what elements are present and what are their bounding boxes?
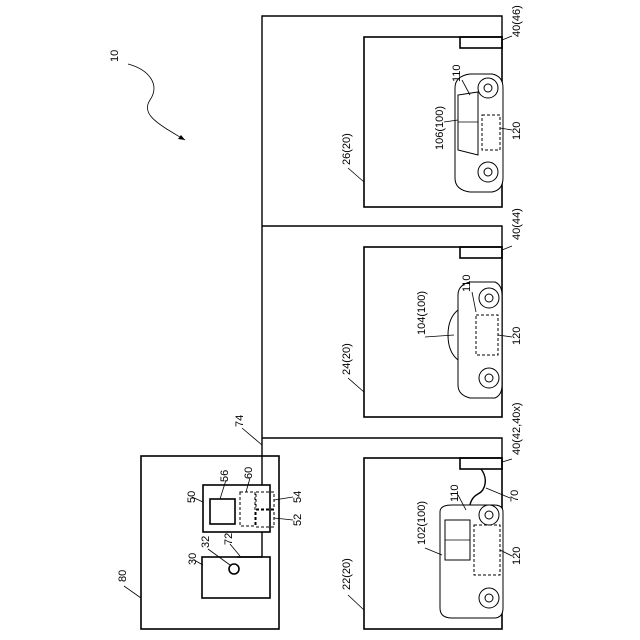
charger-2 bbox=[460, 247, 502, 258]
label-car3: 106(100) bbox=[434, 106, 446, 150]
label-car2-120: 120 bbox=[511, 327, 523, 345]
server-box bbox=[202, 557, 270, 598]
network-branch-2 bbox=[262, 226, 502, 247]
label-server: 30 bbox=[187, 553, 199, 565]
label-facility: 80 bbox=[117, 570, 129, 582]
label-car2: 104(100) bbox=[416, 291, 428, 335]
unit-block-52 bbox=[256, 510, 274, 527]
unit-block-54 bbox=[256, 492, 274, 509]
label-car3-110: 110 bbox=[451, 64, 463, 82]
leader-charger2 bbox=[502, 246, 512, 250]
label-u54: 54 bbox=[292, 491, 304, 503]
label-car1-110: 110 bbox=[449, 484, 461, 502]
charger-3 bbox=[460, 37, 502, 48]
network-branch-1 bbox=[262, 438, 502, 458]
label-u56: 56 bbox=[219, 470, 231, 482]
unit-box bbox=[203, 485, 270, 532]
label-lot1: 22(20) bbox=[341, 558, 353, 590]
leader-link74 bbox=[242, 428, 262, 445]
leader-u54 bbox=[274, 497, 293, 500]
car-102 bbox=[440, 505, 503, 618]
leader-lot1 bbox=[348, 595, 364, 610]
label-car2-110: 110 bbox=[461, 274, 473, 292]
arrow-system bbox=[178, 135, 185, 140]
label-car1-120: 120 bbox=[511, 547, 523, 565]
label-u52: 52 bbox=[292, 514, 304, 526]
server-part-32 bbox=[229, 564, 239, 574]
label-car3-120: 120 bbox=[511, 122, 523, 140]
unit-storage-56 bbox=[210, 499, 235, 524]
leader-lot2 bbox=[348, 378, 364, 392]
label-lot3: 26(20) bbox=[341, 133, 353, 165]
label-lot2: 24(20) bbox=[341, 343, 353, 375]
label-charger2: 40(44) bbox=[511, 208, 523, 240]
label-server-part: 32 bbox=[200, 536, 212, 548]
label-link74: 74 bbox=[234, 415, 246, 427]
car-104 bbox=[448, 282, 502, 398]
leader-charger1 bbox=[502, 459, 512, 462]
leader-lot3 bbox=[348, 168, 364, 182]
leader-facility bbox=[124, 586, 141, 598]
car-106 bbox=[455, 74, 503, 192]
leader-u52 bbox=[274, 518, 293, 520]
label-car1: 102(100) bbox=[416, 501, 428, 545]
label-charger3: 40(46) bbox=[511, 5, 523, 37]
label-cable70: 70 bbox=[509, 490, 521, 502]
label-u60: 60 bbox=[243, 467, 255, 479]
leader-link72 bbox=[230, 544, 240, 556]
leader-system bbox=[128, 64, 185, 140]
leader-charger3 bbox=[502, 36, 512, 40]
leader-car1 bbox=[425, 548, 442, 555]
label-unit: 50 bbox=[186, 491, 198, 503]
charger-1 bbox=[460, 458, 502, 469]
unit-block-60 bbox=[240, 492, 255, 526]
label-charger1: 40(42,40x) bbox=[511, 402, 523, 455]
label-system: 10 bbox=[109, 50, 121, 62]
leader-cable70 bbox=[486, 488, 510, 498]
label-link72: 72 bbox=[223, 533, 235, 545]
